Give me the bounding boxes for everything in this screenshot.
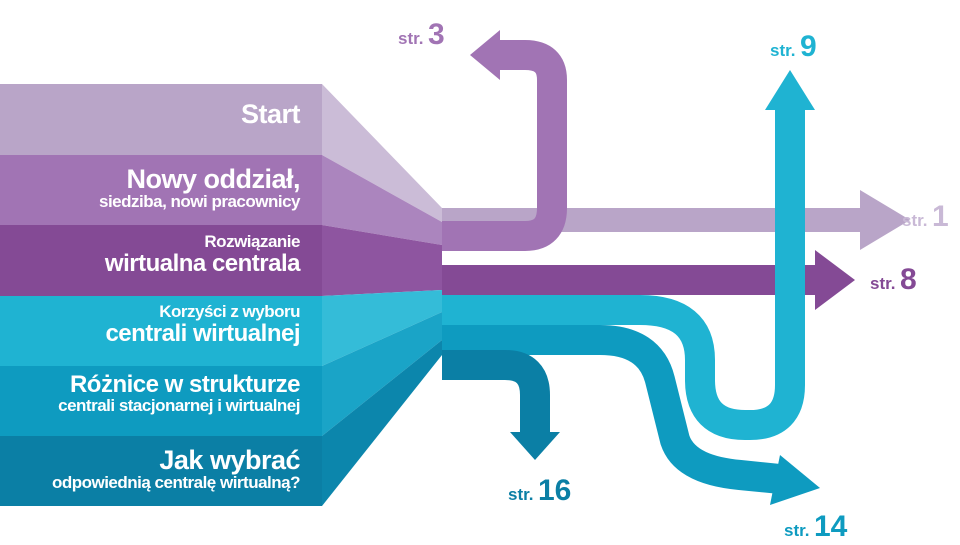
band-choose: [0, 436, 322, 506]
section-new-branch: Nowy oddział, siedziba, nowi pracownicy: [99, 164, 301, 212]
band-new-branch: [0, 155, 322, 225]
page-ref-number: 3: [427, 18, 445, 51]
arrowhead-page3: [470, 30, 500, 80]
section-subtitle: odpowiednią centralę wirtualną?: [51, 473, 301, 493]
band-solution: [0, 225, 322, 296]
band-benefits: [0, 296, 322, 366]
arrow-new-branch-to-page3: [442, 40, 567, 251]
arrowhead-page16: [510, 432, 560, 460]
page-ref-label: str.: [398, 29, 424, 48]
section-subtitle: centrali wirtualnej: [105, 319, 300, 347]
page-ref-16: str. 16: [508, 474, 571, 508]
section-title: Jak wybrać: [159, 445, 300, 475]
arrow-differences-to-page14: [442, 325, 792, 495]
page-ref-9: str. 9: [770, 30, 817, 64]
arrow-start-to-page1: [442, 190, 910, 250]
page-ref-number: 8: [899, 263, 917, 296]
page-ref-number: 1: [931, 200, 949, 233]
funnel-differences: [322, 312, 442, 436]
section-subtitle: centrali stacjonarnej i wirtualnej: [58, 396, 300, 416]
funnel-start: [322, 84, 442, 222]
page-ref-label: str.: [902, 211, 928, 230]
page-ref-number: 16: [537, 474, 572, 507]
page-ref-label: str.: [870, 274, 896, 293]
section-choose: Jak wybrać odpowiednią centralę wirtualn…: [51, 445, 301, 493]
section-title: Rozwiązanie: [204, 232, 300, 251]
page-ref-14: str. 14: [784, 510, 847, 544]
section-subtitle: wirtualna centrala: [104, 249, 301, 277]
band-start: [0, 84, 322, 155]
page-ref-label: str.: [784, 521, 810, 540]
funnel-new-branch: [322, 155, 442, 245]
section-solution: Rozwiązanie wirtualna centrala: [104, 232, 301, 277]
section-differences: Różnice w strukturze centrali stacjonarn…: [58, 372, 300, 415]
funnel-solution: [322, 225, 442, 296]
page-ref-3: str. 3: [398, 18, 445, 52]
section-start: Start: [240, 99, 301, 129]
section-title: Start: [240, 99, 301, 129]
page-ref-number: 14: [813, 510, 848, 543]
section-title: Korzyści z wyboru: [159, 302, 300, 321]
arrowhead-page9: [765, 70, 815, 110]
section-title: Różnice w strukturze: [69, 371, 301, 398]
page-ref-8: str. 8: [870, 263, 917, 297]
page-ref-1: str. 1: [902, 200, 949, 234]
page-ref-label: str.: [508, 485, 534, 504]
section-benefits: Korzyści z wyboru centrali wirtualnej: [105, 303, 300, 346]
section-title: Nowy oddział,: [126, 164, 300, 194]
page-ref-label: str.: [770, 41, 796, 60]
arrowhead-page14: [770, 455, 820, 505]
funnel-benefits: [322, 290, 442, 366]
arrow-choose-to-page16: [442, 350, 550, 432]
funnel-choose: [322, 340, 442, 506]
arrow-benefits-to-page9: [442, 110, 805, 440]
section-subtitle: siedziba, nowi pracownicy: [99, 192, 301, 212]
band-differences: [0, 366, 322, 436]
page-ref-number: 9: [799, 30, 817, 63]
